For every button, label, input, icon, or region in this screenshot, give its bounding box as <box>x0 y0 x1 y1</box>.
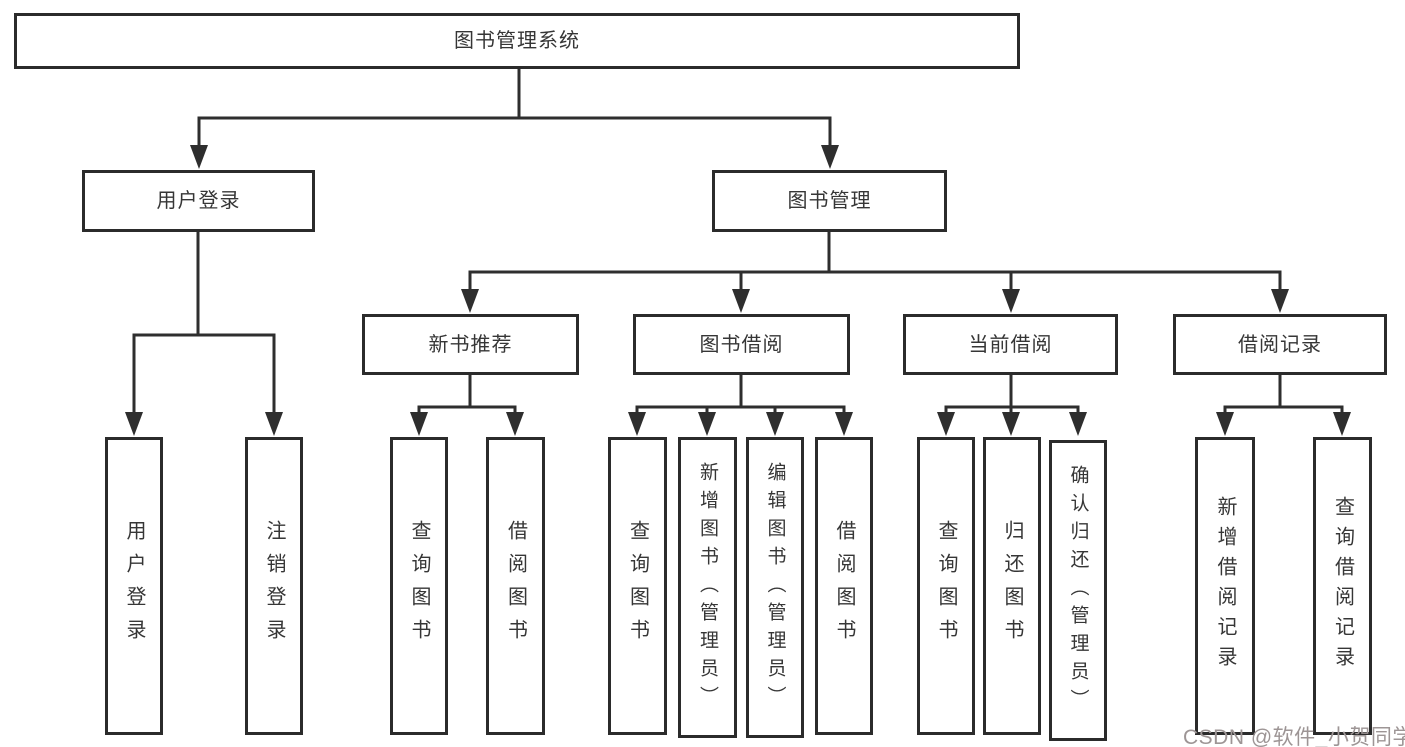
node-label: 图书借阅 <box>699 333 784 356</box>
node-label: 用户登录 <box>156 190 241 212</box>
connector-book-management-children <box>468 230 1282 295</box>
node-user-login: 用户登录 <box>82 170 315 232</box>
csdn-watermark: CSDN @软件_小贺同学 <box>1183 726 1405 747</box>
arrow-down-icon <box>461 289 479 313</box>
node-label: 图书管理 <box>787 190 872 212</box>
node-label: 查询图书 <box>626 520 649 652</box>
node-root-system: 图书管理系统 <box>14 13 1020 69</box>
arrow-down-icon <box>698 412 716 436</box>
node-label: 图书管理系统 <box>454 30 580 52</box>
node-label: 用户登录 <box>123 520 145 652</box>
leaf-records-add-record: 新增借阅记录 <box>1195 437 1255 735</box>
node-new-book-recommend: 新书推荐 <box>362 314 579 375</box>
arrow-down-icon <box>1333 412 1351 436</box>
node-label: 确认归还（管理员） <box>1067 464 1089 717</box>
connector-current-borrow-children <box>944 373 1080 418</box>
node-label: 查询图书 <box>935 520 957 652</box>
connector-new-book-children <box>417 373 517 418</box>
leaf-borrow-add-books-admin: 新增图书（管理员） <box>678 437 737 738</box>
leaf-newrec-borrow-books: 借阅图书 <box>486 437 545 735</box>
node-label: 当前借阅 <box>968 333 1053 356</box>
arrow-down-icon <box>1002 289 1020 313</box>
arrow-down-icon <box>1271 289 1289 313</box>
node-label: 查询借阅记录 <box>1331 496 1354 676</box>
arrow-down-icon <box>506 412 524 436</box>
leaf-current-confirm-return-admin: 确认归还（管理员） <box>1049 440 1107 741</box>
arrow-down-icon <box>766 412 784 436</box>
arrow-down-icon <box>265 412 283 436</box>
arrow-down-icon <box>190 145 208 169</box>
node-label: 归还图书 <box>1001 520 1023 652</box>
leaf-records-query-record: 查询借阅记录 <box>1313 437 1372 735</box>
node-current-borrow: 当前借阅 <box>903 314 1118 375</box>
connector-borrow-records-children <box>1223 373 1344 418</box>
leaf-newrec-query-books: 查询图书 <box>390 437 448 735</box>
arrow-down-icon <box>125 412 143 436</box>
arrow-down-icon <box>1216 412 1234 436</box>
connector-root-children <box>197 66 832 152</box>
leaf-user-login: 用户登录 <box>105 437 163 735</box>
node-label: 编辑图书（管理员） <box>764 461 786 714</box>
arrow-down-icon <box>628 412 646 436</box>
node-label: 借阅记录 <box>1238 333 1322 356</box>
node-label: 查询图书 <box>408 520 430 652</box>
arrow-down-icon <box>821 145 839 169</box>
node-label: 新书推荐 <box>428 333 513 356</box>
leaf-borrow-query-books: 查询图书 <box>608 437 667 735</box>
node-label: 新增借阅记录 <box>1214 496 1236 676</box>
leaf-borrow-borrow-books: 借阅图书 <box>815 437 873 735</box>
arrow-down-icon <box>1002 412 1020 436</box>
leaf-current-query-books: 查询图书 <box>917 437 975 735</box>
node-book-management: 图书管理 <box>712 170 947 232</box>
arrow-down-icon <box>410 412 428 436</box>
leaf-logout: 注销登录 <box>245 437 303 735</box>
connector-book-borrow-children <box>635 373 846 418</box>
node-label: 新增图书（管理员） <box>697 461 718 714</box>
arrow-down-icon <box>835 412 853 436</box>
leaf-borrow-edit-books-admin: 编辑图书（管理员） <box>746 437 804 738</box>
node-label: 注销登录 <box>263 520 285 652</box>
arrow-down-icon <box>937 412 955 436</box>
leaf-current-return-books: 归还图书 <box>983 437 1041 735</box>
arrow-down-icon <box>1069 412 1087 436</box>
node-label: 借阅图书 <box>833 520 855 652</box>
node-borrow-records: 借阅记录 <box>1173 314 1387 375</box>
node-book-borrow: 图书借阅 <box>633 314 850 375</box>
arrow-down-icon <box>732 289 750 313</box>
node-label: 借阅图书 <box>504 520 527 652</box>
connector-user-login-children <box>132 230 276 418</box>
